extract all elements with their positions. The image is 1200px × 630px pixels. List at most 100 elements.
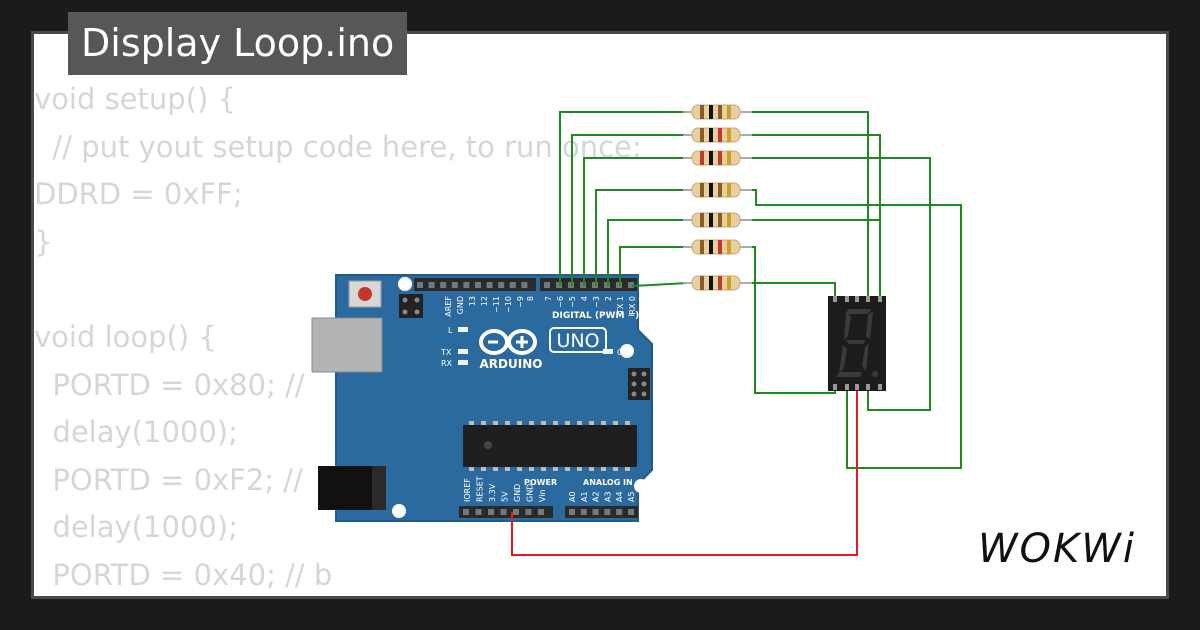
digital-pin-label: TX 1 [616, 296, 625, 315]
power-pin-label: GND [513, 484, 522, 502]
resistors [683, 104, 752, 291]
resistor[interactable] [683, 239, 752, 255]
header-pin[interactable] [628, 509, 634, 515]
power-pin-label: 3.3V [488, 483, 497, 502]
led-l [458, 327, 468, 332]
digital-pin-label: ~10 [504, 296, 513, 313]
led-rx-label: RX [441, 359, 453, 368]
header-pin[interactable] [451, 282, 458, 288]
code-line: PORTD = 0x40; // b [34, 557, 333, 592]
code-line: void loop() { [34, 319, 217, 354]
arduino-logo [479, 329, 537, 355]
led-on-label: ON [617, 348, 629, 357]
resistor[interactable] [683, 212, 752, 228]
wire [750, 134, 881, 298]
mount-hole [392, 504, 406, 518]
header-pin[interactable] [417, 282, 423, 288]
digital-pin-label: 4 [580, 296, 589, 301]
segment-c [862, 343, 869, 371]
digit-segments [836, 309, 878, 377]
wire [750, 246, 836, 394]
header-pin[interactable] [463, 509, 469, 515]
header-pin[interactable] [628, 282, 634, 288]
wire [750, 189, 962, 469]
resistor[interactable] [683, 104, 752, 120]
reset-button-cap[interactable] [358, 287, 372, 301]
resistor[interactable] [683, 150, 752, 166]
header-pin[interactable] [569, 509, 575, 515]
header-pin[interactable] [488, 509, 494, 515]
segment-f [844, 312, 851, 340]
header-pin[interactable] [440, 282, 447, 288]
display-pin[interactable] [866, 384, 870, 390]
digital-pin-label: 13 [468, 296, 477, 306]
header-pin[interactable] [580, 509, 587, 515]
power-pin-label: 5V [501, 491, 510, 502]
header-pin[interactable] [498, 282, 505, 288]
display-pin[interactable] [866, 296, 870, 302]
analog-pin-label: A3 [603, 491, 612, 502]
header-pin[interactable] [509, 282, 516, 288]
header-pin[interactable] [616, 509, 623, 515]
header-pin[interactable] [513, 509, 519, 515]
analog-header-label: ANALOG IN [583, 478, 633, 487]
display-pin[interactable] [833, 296, 837, 302]
header-pin[interactable] [544, 282, 550, 288]
display-pin[interactable] [845, 384, 849, 390]
power-pin-label: GND [526, 484, 535, 502]
resistor[interactable] [683, 127, 752, 143]
header-pin[interactable] [428, 282, 435, 288]
digital-header-right [540, 278, 637, 291]
resistor[interactable] [683, 182, 752, 198]
header-pin[interactable] [525, 509, 532, 515]
mount-hole [634, 479, 648, 493]
header-pin[interactable] [475, 509, 482, 515]
header-pin[interactable] [521, 282, 528, 288]
code-line: DDRD = 0xFF; [34, 177, 243, 212]
display-pin[interactable] [878, 384, 882, 390]
wire [619, 246, 688, 286]
mount-hole [398, 277, 412, 291]
power-pin-label: Vin [538, 489, 547, 502]
led-l-label: L [448, 326, 453, 335]
code-line: delay(1000); [34, 510, 238, 545]
header-pin[interactable] [604, 509, 611, 515]
led-on [603, 349, 613, 354]
power-wire-5v [511, 388, 858, 556]
header-pin[interactable] [500, 509, 507, 515]
digital-pin-label: GND [456, 296, 465, 314]
display-pin[interactable] [845, 296, 849, 302]
header-pin[interactable] [475, 282, 481, 288]
segment-dp [872, 371, 878, 377]
display-pin[interactable] [878, 296, 882, 302]
atmega-chip [463, 425, 637, 467]
resistor[interactable] [683, 275, 752, 291]
uno-label: UNO [556, 330, 599, 352]
wire [595, 189, 688, 286]
wire [583, 157, 688, 286]
header-pin[interactable] [463, 282, 470, 288]
wire [631, 282, 689, 287]
code-line: PORTD = 0x80; // [34, 367, 305, 402]
wire [607, 219, 688, 286]
power-pin-label: RESET [476, 476, 485, 502]
header-pin[interactable] [486, 282, 493, 288]
display-pin[interactable] [855, 384, 859, 390]
code-line: void setup() { [34, 82, 236, 116]
segment-g [846, 340, 866, 344]
usb-port [311, 317, 383, 373]
wire [559, 111, 688, 286]
display-pin[interactable] [855, 296, 859, 302]
power-pin-label: IOREF [463, 478, 472, 502]
digital-pin-label: 12 [480, 296, 489, 306]
wire [750, 157, 931, 411]
display-pin[interactable] [833, 384, 837, 390]
header-pin[interactable] [592, 509, 599, 515]
digital-pin-label: 8 [526, 296, 535, 301]
power-header-label: POWER [524, 478, 557, 487]
seven-segment-display[interactable] [828, 296, 886, 391]
arduino-label: ARDUINO [480, 357, 543, 371]
header-pin[interactable] [538, 509, 544, 515]
icsp2-header [628, 368, 650, 400]
